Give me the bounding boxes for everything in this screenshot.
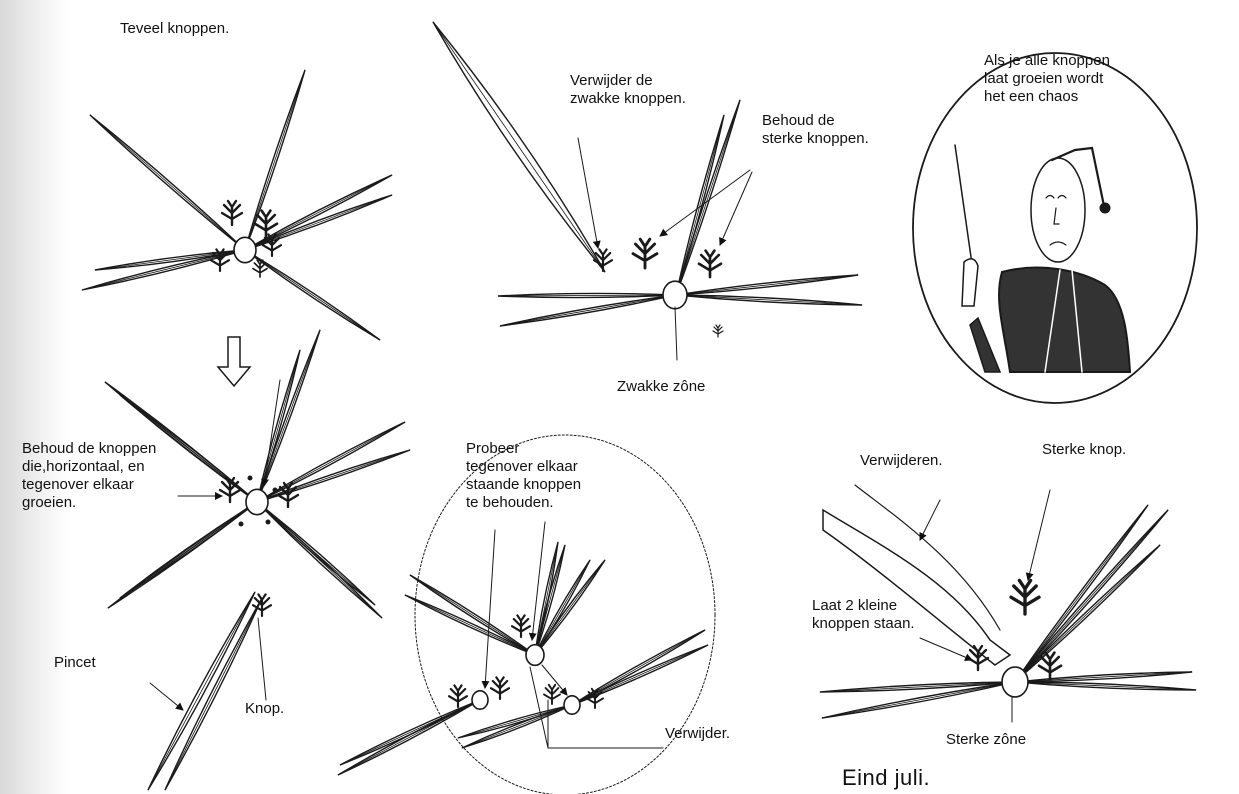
label-sterke-zone: Sterke zône [946, 731, 1026, 749]
label-knop: Knop. [245, 700, 284, 718]
dot [248, 476, 252, 480]
leaf-vein [1015, 505, 1148, 682]
leaf-vein [676, 295, 862, 305]
pointer-line [675, 307, 677, 360]
label-chaos: Als je alle knoppen laat groeien wordt h… [984, 52, 1110, 106]
bud [222, 201, 242, 225]
pointer-arrow [920, 500, 940, 540]
pointer-arrow [1028, 490, 1050, 580]
dot [273, 488, 277, 492]
figure-hand [962, 259, 978, 306]
bud [491, 677, 509, 699]
dot [266, 520, 270, 524]
leaf-vein [405, 595, 535, 655]
leaf-vein [1015, 545, 1160, 682]
pointer-arrow [542, 665, 567, 695]
label-verwijder: Verwijder. [665, 725, 730, 743]
bud [633, 239, 657, 268]
pointer-arrow [264, 380, 280, 486]
leaf-vein [676, 115, 724, 295]
label-verwijder-zwakke: Verwijder de zwakke knoppen. [570, 72, 686, 108]
leaf-vein [257, 330, 320, 502]
figure-body [999, 268, 1130, 372]
leaf-vein [1015, 672, 1192, 682]
bud [1011, 580, 1039, 614]
label-behoud-sterke: Behoud de sterke knoppen. [762, 112, 869, 148]
bud [699, 251, 721, 277]
bud [1039, 653, 1061, 679]
bud [512, 615, 530, 637]
leaf-vein [822, 682, 1015, 718]
leaf-vein [90, 115, 245, 250]
dot [239, 522, 243, 526]
leaf-vein [257, 502, 375, 605]
figure-head [1031, 158, 1085, 262]
bud [449, 685, 467, 707]
pointer-arrow [720, 172, 752, 245]
leaf-vein [500, 295, 676, 326]
pointer-line [258, 618, 266, 700]
label-eind-juli: Eind juli. [842, 765, 930, 791]
leaf-vein [572, 630, 705, 705]
leaf-vein [257, 350, 300, 502]
stem-cross-section [472, 691, 488, 709]
bud [255, 211, 277, 237]
leaf-vein [676, 275, 858, 295]
stem-cross-section [246, 489, 268, 514]
label-teveel-knoppen: Teveel knoppen. [120, 20, 229, 38]
label-behoud-horizontaal: Behoud de knoppen die,horizontaal, en te… [22, 440, 156, 512]
stem-cross-section [564, 696, 580, 714]
label-verwijderen: Verwijderen. [860, 452, 943, 470]
down-arrow-icon [218, 337, 250, 386]
leaf-vein [535, 545, 565, 655]
pointer-arrow [485, 530, 495, 688]
label-laat-2: Laat 2 kleine knoppen staan. [812, 597, 915, 633]
pointer-line [530, 667, 548, 748]
stem-cross-section [663, 281, 687, 309]
pointer-arrow [150, 683, 183, 710]
label-pincet: Pincet [54, 654, 96, 672]
leaf-vein [148, 592, 255, 790]
leaf-vein [165, 598, 262, 790]
pointer-line [955, 145, 972, 264]
leaf-vein [458, 705, 572, 738]
figure-hat-tassel [1100, 203, 1110, 213]
label-probeer: Probeer tegenover elkaar staande knoppen… [466, 440, 581, 512]
stem-cross-section [1002, 667, 1028, 697]
leaf-vein [120, 502, 257, 598]
figure-arm [970, 318, 1000, 372]
bud [544, 685, 560, 704]
leaf-vein [410, 575, 535, 655]
label-sterke-knop: Sterke knop. [1042, 441, 1126, 459]
stem-cross-section [234, 237, 256, 262]
label-zwakke-zone: Zwakke zône [617, 378, 705, 396]
bud [253, 260, 267, 277]
stem-cross-section [526, 645, 544, 666]
bud [713, 325, 723, 337]
leaf-vein [1015, 682, 1196, 690]
